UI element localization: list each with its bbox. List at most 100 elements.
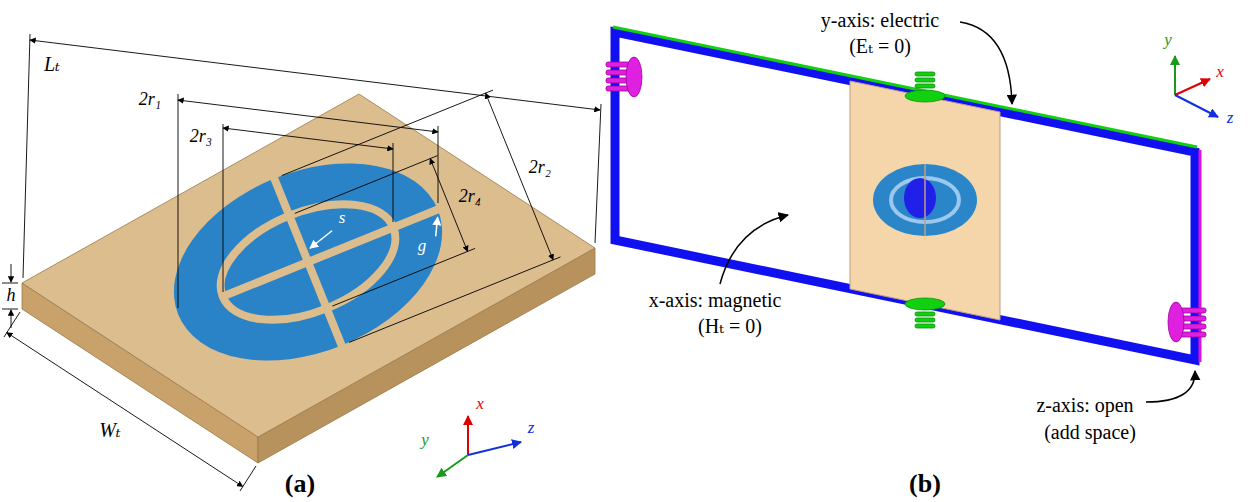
label-anchor: 2r₄ <box>459 187 481 207</box>
gap-label: g <box>418 237 427 256</box>
port-fin <box>606 62 630 67</box>
extension-line <box>282 90 493 176</box>
label-anchor: g <box>418 237 427 256</box>
port-fin <box>915 78 935 82</box>
port-disc <box>626 57 642 97</box>
extension-line <box>178 94 179 308</box>
port-fin <box>915 312 935 316</box>
elliptical-patch <box>144 126 471 398</box>
label-anchor: x-axis: magnetic <box>649 289 782 311</box>
extension-line <box>223 124 224 292</box>
feed-probe <box>904 178 936 218</box>
elliptical-patch <box>873 164 977 236</box>
patch-group <box>143 121 477 402</box>
port-fin <box>915 72 935 76</box>
extension-line <box>393 143 394 222</box>
extension-line <box>332 248 475 306</box>
boundary-label: x-axis: magnetic <box>649 289 782 311</box>
axis-label: y <box>1164 31 1172 50</box>
extension-line <box>2 283 18 284</box>
extension-line <box>2 309 18 310</box>
wave-port <box>606 57 642 97</box>
gap-pointer <box>429 217 444 236</box>
label-anchor: x <box>476 395 484 414</box>
boundary-label: y-axis: electric <box>821 9 939 31</box>
port-fin <box>915 324 935 328</box>
axis-label: y <box>421 431 429 450</box>
wave-port <box>905 72 945 102</box>
boundary-label: z-axis: open <box>1036 394 1133 416</box>
dimension-label: h <box>7 286 16 306</box>
label-anchor: z-axis: open <box>1036 394 1133 416</box>
port-fin <box>1180 308 1206 313</box>
dimension-line <box>223 128 393 149</box>
callout-arrow <box>1146 371 1195 402</box>
callout-arrow <box>960 22 1012 104</box>
label-anchor: 2r₃ <box>190 127 212 147</box>
axis-arrow <box>468 442 521 455</box>
label-anchor: Lₜ <box>44 53 60 75</box>
boundary-label: (Hₜ = 0) <box>698 315 762 337</box>
dimension-label: 2r₁ <box>139 90 161 110</box>
substrate-top <box>22 94 595 437</box>
label-anchor: x <box>1216 63 1224 82</box>
extension-line <box>4 312 20 337</box>
boundary-label: (add space) <box>1044 421 1136 443</box>
dimension-label: 2r₂ <box>529 158 551 178</box>
dimension-lines <box>2 34 601 491</box>
callout-arrow <box>720 215 788 284</box>
port-fin <box>606 86 630 91</box>
port-disc <box>1168 302 1184 342</box>
slot-pointer <box>307 231 335 249</box>
cross-slot <box>221 204 443 300</box>
label-anchor: z <box>1227 109 1234 128</box>
label-anchor: (Eₜ = 0) <box>849 35 911 57</box>
label-anchor: y <box>421 431 429 450</box>
dimension-label: Lₜ <box>44 53 60 75</box>
axis-arrow <box>1175 79 1210 95</box>
port-fin <box>915 84 935 88</box>
extension-line <box>595 104 601 243</box>
extension-line <box>349 257 560 343</box>
label-anchor: Wₜ <box>99 419 121 441</box>
axis-arrow <box>437 455 468 477</box>
wave-port <box>1168 302 1206 342</box>
substrate-slab <box>850 81 1000 320</box>
axis-arrow <box>1174 56 1176 95</box>
panel-label: (b) <box>909 470 941 499</box>
label-anchor: y-axis: electric <box>821 9 939 31</box>
axis-label: z <box>528 419 535 438</box>
wave-port <box>905 298 945 328</box>
dimension-line <box>7 333 243 487</box>
axis-label: x <box>1216 63 1224 82</box>
axis-arrow <box>1175 95 1218 117</box>
dimension-label: 2r₄ <box>459 187 481 207</box>
extension-line <box>295 156 438 214</box>
label-anchor: h <box>7 286 16 306</box>
panel-label: (a) <box>285 470 315 499</box>
axis-label: z <box>1227 109 1234 128</box>
label-anchor: s <box>339 209 346 228</box>
label-anchor: (add space) <box>1044 421 1136 443</box>
waveguide-frame <box>615 32 1195 360</box>
extension-line <box>23 34 30 278</box>
port-fin <box>1180 332 1206 337</box>
boundary-label: (Eₜ = 0) <box>849 35 911 57</box>
port-disc <box>905 298 945 310</box>
port-disc <box>905 90 945 102</box>
dimension-label: 2r₃ <box>190 127 212 147</box>
dimension-line <box>486 93 553 260</box>
slot-label: s <box>339 209 346 228</box>
label-anchor: z <box>528 419 535 438</box>
dimension-line <box>30 40 600 110</box>
dimension-label: Wₜ <box>99 419 121 441</box>
axis-label: x <box>476 395 484 414</box>
open-boundary-edge <box>1199 150 1202 362</box>
cross-slot <box>269 173 347 350</box>
axis-arrow <box>467 416 469 455</box>
label-anchor: (b) <box>909 470 941 499</box>
extension-line <box>240 466 256 491</box>
cross-slot <box>924 164 926 236</box>
label-anchor: (Hₜ = 0) <box>698 315 762 337</box>
label-anchor: (a) <box>285 470 315 499</box>
